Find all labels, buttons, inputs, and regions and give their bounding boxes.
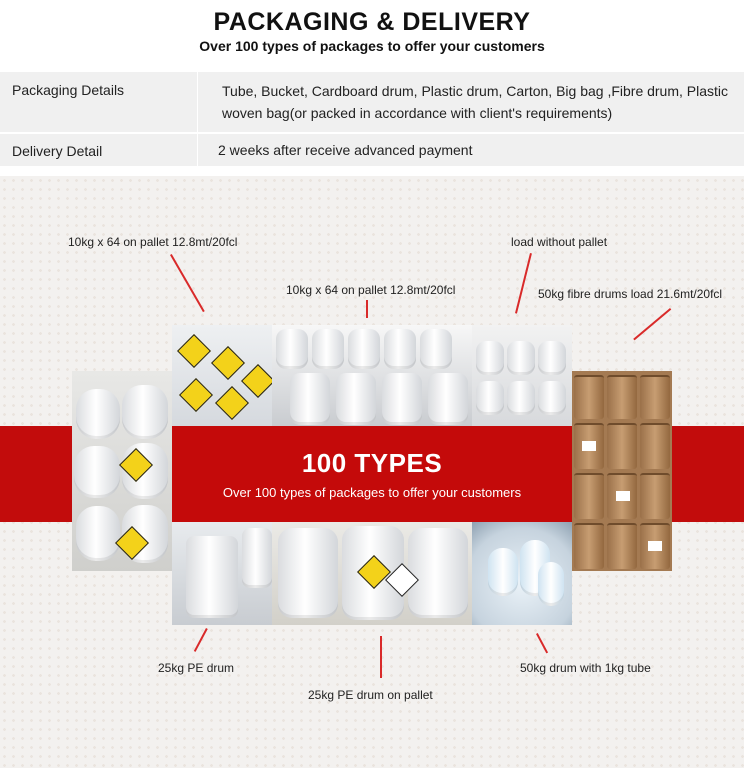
page-subtitle: Over 100 types of packages to offer your… (199, 38, 545, 54)
bucket-shape (428, 373, 468, 425)
bucket-shape (276, 329, 308, 369)
bucket-shape (538, 381, 566, 415)
page-title: PACKAGING & DELIVERY (213, 8, 531, 36)
photo-pe-drum (172, 522, 272, 625)
fibre-drum-shape (640, 473, 670, 519)
label-bottom-center: 25kg PE drum on pallet (308, 688, 433, 702)
banner-subtitle: Over 100 types of packages to offer your… (222, 485, 522, 500)
tube-shape (538, 562, 564, 606)
label-right: 50kg fibre drums load 21.6mt/20fcl (538, 287, 723, 301)
bucket-shape (507, 381, 535, 415)
table-row: Packaging Details Tube, Bucket, Cardboar… (0, 70, 744, 132)
banner-title: 100 TYPES (301, 448, 443, 478)
label-top-left: 10kg x 64 on pallet 12.8mt/20fcl (68, 235, 238, 249)
bag-shape (74, 446, 120, 498)
label-bottom-left: 25kg PE drum (158, 661, 235, 675)
delivery-detail-value: 2 weeks after receive advanced payment (218, 142, 473, 158)
photo-pe-drums-on-pallet (272, 522, 472, 625)
hazard-label-icon (215, 386, 249, 420)
bag-shape (76, 506, 120, 561)
details-table: Packaging Details Tube, Bucket, Cardboar… (0, 70, 744, 166)
label-top-center: 10kg x 64 on pallet 12.8mt/20fcl (286, 283, 456, 297)
column-divider (197, 134, 198, 166)
fibre-drum-shape (574, 523, 604, 569)
label-top-right: load without pallet (511, 235, 608, 249)
bag-shape (408, 528, 468, 618)
fibre-drum-shape (607, 523, 637, 569)
banner-center-panel (172, 426, 572, 522)
bag-shape (278, 528, 338, 618)
fibre-drum-shape (574, 375, 604, 419)
bucket-shape (476, 381, 504, 415)
fibre-drum-shape (607, 423, 637, 469)
fibre-drum-shape (640, 423, 670, 469)
leader-line (366, 300, 368, 318)
bucket-shape (538, 341, 566, 375)
fibre-drum-shape (640, 375, 670, 419)
bucket-shape (312, 329, 344, 369)
tube-shape (488, 548, 518, 596)
bag-shape (76, 389, 120, 439)
pe-drum-shape (242, 528, 272, 588)
page-header: PACKAGING & DELIVERY Over 100 types of p… (0, 0, 744, 68)
hazard-label-icon (177, 334, 211, 368)
hazard-label-icon (241, 364, 272, 398)
bucket-shape (384, 329, 416, 369)
packaging-details-label: Packaging Details (12, 82, 125, 98)
photo-buckets-without-pallet (472, 325, 572, 426)
bucket-shape (348, 329, 380, 369)
bucket-shape (336, 373, 376, 425)
drum-label-icon (582, 441, 596, 451)
bucket-shape (476, 341, 504, 375)
pe-drum-shape (186, 536, 238, 618)
drum-label-icon (616, 491, 630, 501)
photo-labeled-bags (172, 325, 272, 426)
hazard-label-icon (179, 378, 213, 412)
fibre-drum-shape (607, 375, 637, 419)
label-bottom-right: 50kg drum with 1kg tube (520, 661, 651, 675)
photo-drum-with-tubes (472, 522, 572, 625)
delivery-detail-label: Delivery Detail (12, 143, 103, 159)
bucket-shape (290, 373, 330, 425)
bucket-shape (382, 373, 422, 425)
packaging-details-value: Tube, Bucket, Cardboard drum, Plastic dr… (222, 83, 729, 121)
drum-label-icon (648, 541, 662, 551)
photo-white-buckets (272, 325, 472, 426)
table-row: Delivery Detail 2 weeks after receive ad… (0, 132, 744, 166)
column-divider (197, 72, 198, 132)
bucket-shape (420, 329, 452, 369)
packaging-showcase: 100 TYPES Over 100 types of packages to … (0, 176, 744, 768)
hazard-label-icon (211, 346, 245, 380)
photo-fibre-drums (572, 371, 672, 571)
photo-white-bags (72, 371, 172, 571)
bag-shape (122, 385, 168, 439)
bucket-shape (507, 341, 535, 375)
fibre-drum-shape (574, 473, 604, 519)
leader-line (380, 636, 382, 678)
